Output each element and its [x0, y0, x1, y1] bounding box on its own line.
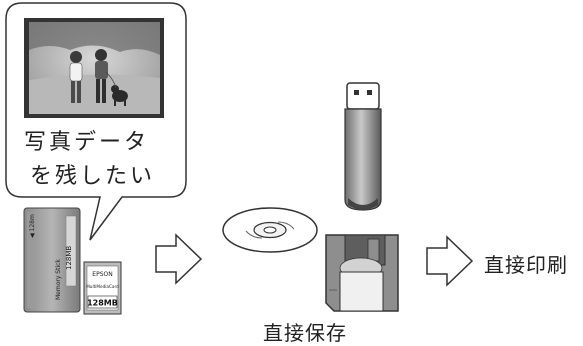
- mmc-brand: EPSON: [92, 271, 112, 278]
- floppy-disk-icon: [325, 234, 399, 312]
- usb-drive-icon: [344, 82, 382, 211]
- multimediacard-icon: EPSON MultiMediaCard 128MB: [83, 261, 122, 315]
- bubble-line-2: を残したい: [30, 164, 156, 189]
- memory-stick-icon: 128MB Memory Stick ◀ 128m: [23, 207, 81, 313]
- mmc-capacity: 128MB: [87, 299, 118, 308]
- photo-thumbnail: [24, 18, 164, 118]
- mmc-type: MultiMediaCard: [86, 284, 119, 289]
- bubble-line-1: 写真データ: [24, 130, 150, 155]
- arrow-icon: [426, 235, 474, 287]
- arrow-icon: [155, 233, 203, 285]
- memory-stick-brand: Memory Stick: [55, 259, 62, 300]
- memory-stick-mark: ◀ 128m: [29, 214, 36, 238]
- direct-print-label: 直接印刷: [484, 253, 568, 277]
- memory-stick-capacity: 128MB: [65, 246, 73, 270]
- direct-save-label: 直接保存: [263, 321, 347, 345]
- cd-icon: [222, 207, 318, 253]
